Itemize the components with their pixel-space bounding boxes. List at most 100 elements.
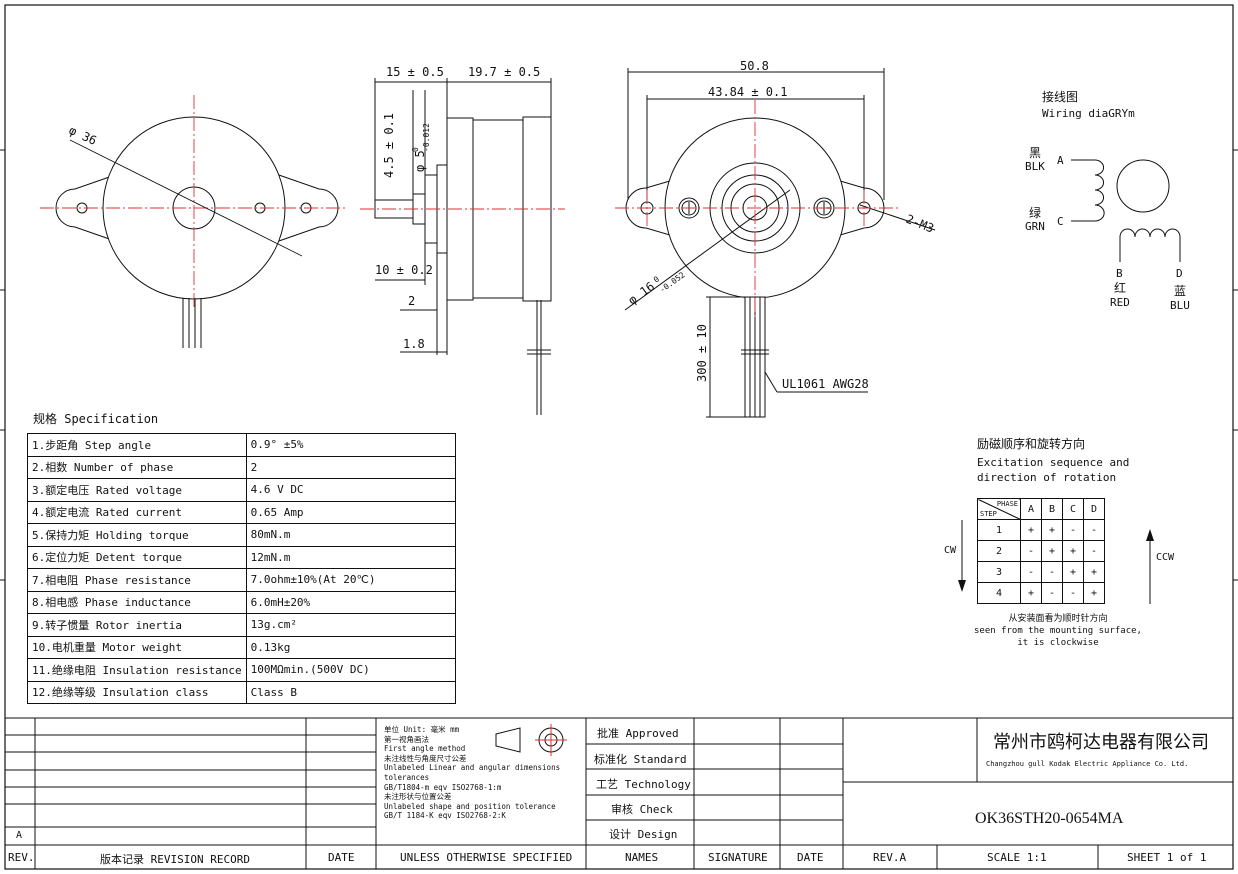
dia36-label: φ 36 xyxy=(67,123,99,148)
table-row: 2 - + + - xyxy=(977,540,1105,562)
design-label: 设计 Design xyxy=(609,828,678,841)
spec-title: 规格 Specification xyxy=(33,411,158,426)
spec-value: Class B xyxy=(245,680,457,704)
spec-value: 12mN.m xyxy=(245,545,457,569)
exc-title-en1: Excitation sequence and xyxy=(977,456,1129,469)
col-header: A xyxy=(1020,498,1042,520)
spec-label: 6.定位力矩 Detent torque xyxy=(27,545,247,569)
step-header: STEP xyxy=(980,510,997,518)
shaft-length-label: 15 ± 0.5 xyxy=(386,65,444,79)
wire-red-en: RED xyxy=(1110,296,1130,309)
note-line: 第一视角画法 xyxy=(384,734,429,744)
boss-dia-label: φ 16 xyxy=(626,279,658,307)
shaft-tol-bot: -0.012 xyxy=(422,123,431,152)
ccw-label: CCW xyxy=(1156,552,1175,563)
dim-18-label: 1.8 xyxy=(403,337,425,351)
phase-cell: + xyxy=(1020,582,1042,604)
spec-label: 9.转子惯量 Rotor inertia xyxy=(27,613,247,637)
screw-label: 2-M3 xyxy=(904,212,936,236)
dia36-leader xyxy=(69,139,303,257)
phase-cell: - xyxy=(1083,540,1105,562)
step-cell: 1 xyxy=(977,519,1021,541)
phase-cell: - xyxy=(1020,540,1042,562)
step-cell: 2 xyxy=(977,540,1021,562)
lead-length-label: 300 ± 10 xyxy=(695,324,709,382)
note-line: Unlabeled Linear and angular dimensions xyxy=(384,763,561,773)
spec-value: 2 xyxy=(245,455,457,479)
phase-cell: + xyxy=(1041,519,1063,541)
wire-blu-cn: 蓝 xyxy=(1174,284,1186,298)
hole-spacing-label: 43.84 ± 0.1 xyxy=(708,85,787,99)
exc-note-cn: 从安装面看为顺时针方向 xyxy=(1008,612,1107,624)
boss-length-label: 10 ± 0.2 xyxy=(375,263,433,277)
spec-label: 12.绝缘等级 Insulation class xyxy=(27,680,247,704)
phase-header: PHASE xyxy=(996,500,1018,508)
note-line: 单位 Unit: 毫米 mm xyxy=(384,725,460,734)
phase-cell: - xyxy=(1062,519,1084,541)
wire-blk-en: BLK xyxy=(1025,160,1045,173)
col-header: B xyxy=(1041,498,1063,520)
phase-cell: - xyxy=(1062,582,1084,604)
body-length-label: 19.7 ± 0.5 xyxy=(468,65,540,79)
phase-cell: + xyxy=(1062,540,1084,562)
cw-arrow-icon xyxy=(958,580,966,592)
cable-label: UL1061 AWG28 xyxy=(782,377,869,391)
title-block-grid xyxy=(5,717,1233,869)
spec-value: 0.65 Amp xyxy=(245,500,457,524)
phase-cell: + xyxy=(1083,582,1105,604)
spec-label: 5.保持力矩 Holding torque xyxy=(27,523,247,547)
note-line: 未注线性与角度尺寸公差 xyxy=(384,753,467,763)
date-header: DATE xyxy=(328,851,355,864)
date2-header: DATE xyxy=(797,851,824,864)
wiring-title-en: Wiring diaGRYm xyxy=(1042,107,1135,120)
phase-step-header: PHASE STEP xyxy=(977,498,1021,520)
signature-header: SIGNATURE xyxy=(708,851,768,864)
phase-cell: + xyxy=(1020,519,1042,541)
spec-value: 7.0ohm±10%(At 20℃) xyxy=(245,568,457,592)
check-label: 审核 Check xyxy=(611,803,673,816)
tolerance-notes: 单位 Unit: 毫米 mm 第一视角画法 First angle method… xyxy=(384,725,560,821)
table-row: 4 + - - + xyxy=(977,582,1105,604)
standard-label: 标准化 Standard xyxy=(594,753,687,766)
spec-value: 0.13kg xyxy=(245,635,457,659)
dim-2-label: 2 xyxy=(408,294,415,308)
spec-value: 0.9° ±5% xyxy=(245,433,457,457)
exc-title-cn: 励磁顺序和旋转方向 xyxy=(977,436,1085,451)
exc-title-en2: direction of rotation xyxy=(977,471,1116,484)
spec-value: 80mN.m xyxy=(245,523,457,547)
spec-label: 3.额定电压 Rated voltage xyxy=(27,478,247,502)
phase-cell: - xyxy=(1041,582,1063,604)
side-view xyxy=(374,78,552,415)
wire-d: D xyxy=(1176,267,1183,280)
step-cell: 4 xyxy=(977,582,1021,604)
cw-label: CW xyxy=(944,545,957,556)
exc-note-en1: seen from the mounting surface, xyxy=(974,626,1142,636)
scale-label: SCALE 1:1 xyxy=(987,851,1047,864)
unless-specified: UNLESS OTHERWISE SPECIFIED xyxy=(400,851,573,864)
first-angle-symbol-icon xyxy=(495,724,567,756)
rear-view xyxy=(624,68,936,418)
shaft-tol-top: 0 xyxy=(411,147,420,152)
wire-blu-en: BLU xyxy=(1170,299,1190,312)
table-row: 3 - - + + xyxy=(977,561,1105,583)
phase-cell: + xyxy=(1083,561,1105,583)
wire-grn-en: GRN xyxy=(1025,220,1045,233)
approved-label: 批准 Approved xyxy=(597,727,679,740)
spec-label: 11.绝缘电阻 Insulation resistance xyxy=(27,658,247,682)
wiring-title-cn: 接线图 xyxy=(1042,89,1078,104)
overall-width-label: 50.8 xyxy=(740,59,769,73)
boss-tol-top: 0 xyxy=(652,274,661,284)
names-header: NAMES xyxy=(625,851,659,864)
table-row: 1 + + - - xyxy=(977,519,1105,541)
sheet-label: SHEET 1 of 1 xyxy=(1127,851,1207,864)
